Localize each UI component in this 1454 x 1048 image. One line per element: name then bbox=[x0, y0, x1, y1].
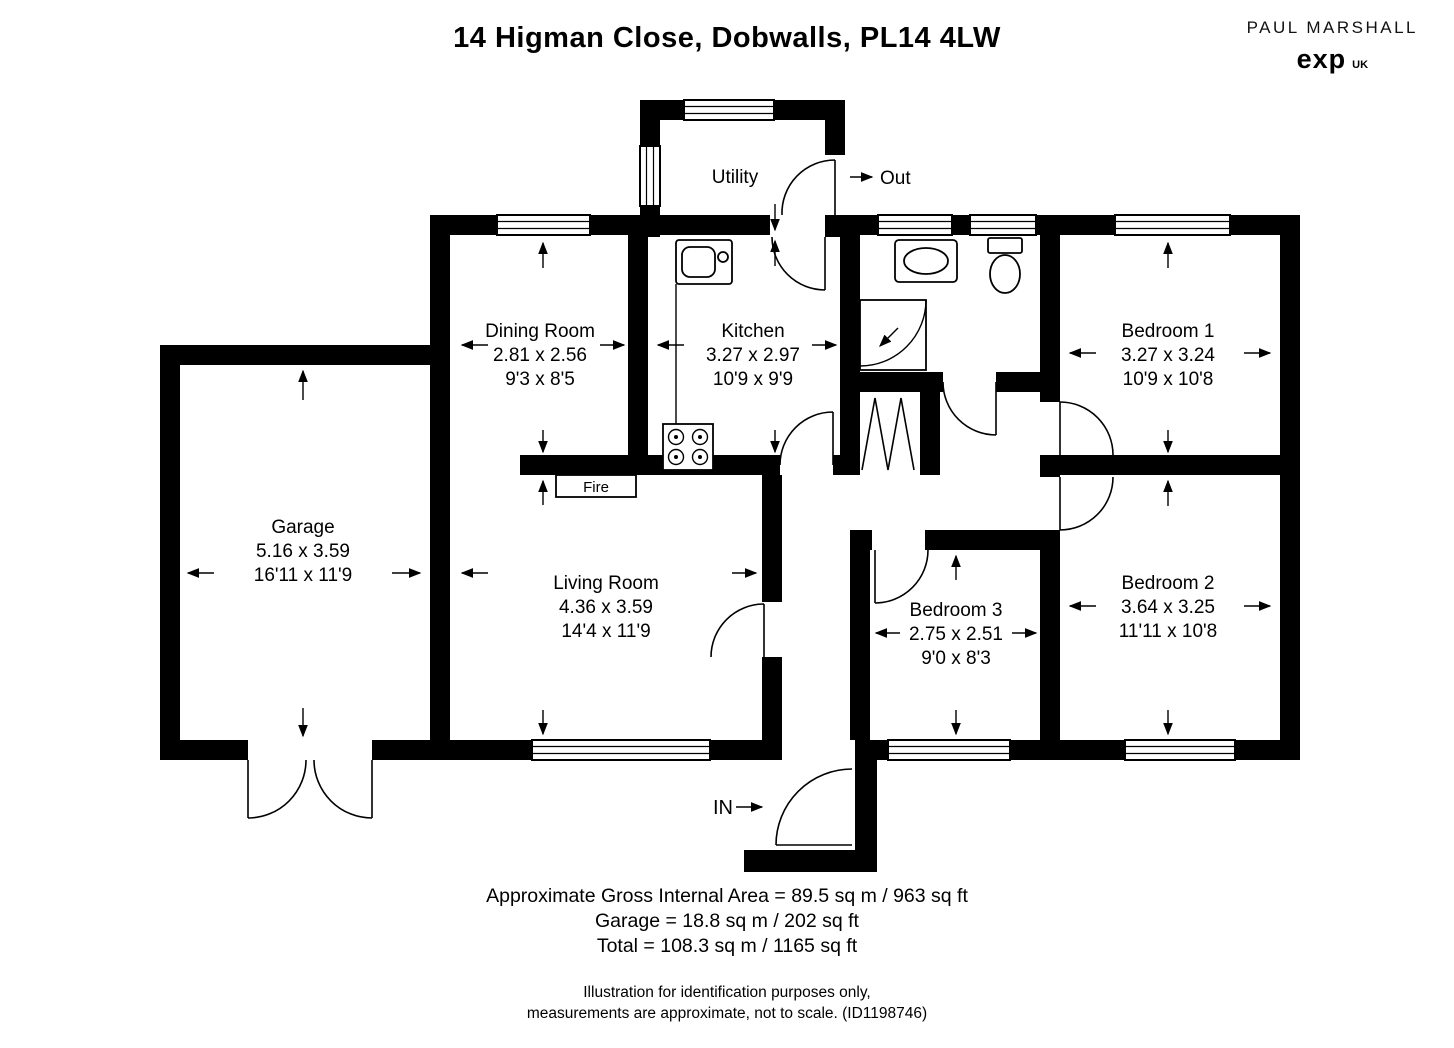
room-label-bedroom1: Bedroom 1 bbox=[1122, 321, 1215, 342]
dimension-arrows bbox=[186, 172, 1272, 812]
door-arc bbox=[771, 236, 826, 291]
entrance-opening bbox=[782, 740, 855, 760]
brand-name: PAUL MARSHALL bbox=[1246, 18, 1418, 37]
wall-segment bbox=[996, 372, 1040, 392]
room-dim-imperial: 14'4 x 11'9 bbox=[561, 621, 650, 642]
page-title: 14 Higman Close, Dobwalls, PL14 4LW bbox=[453, 22, 1001, 54]
wall-segment bbox=[855, 760, 877, 850]
door-arc bbox=[710, 603, 765, 658]
exp-logo: exp bbox=[1296, 44, 1347, 74]
door-opening bbox=[872, 530, 925, 550]
in-label: IN bbox=[713, 797, 733, 819]
door-opening bbox=[1040, 402, 1060, 455]
door-arc bbox=[1059, 476, 1114, 531]
toilet bbox=[987, 237, 1023, 294]
airing-cupboard-doors bbox=[861, 397, 915, 471]
window bbox=[639, 145, 661, 207]
room-dim-metric: 3.27 x 2.97 bbox=[706, 345, 800, 366]
total-area-line: Total = 108.3 sq m / 1165 sq ft bbox=[596, 935, 858, 957]
windows bbox=[496, 99, 1236, 761]
fire-label: Fire bbox=[583, 479, 609, 496]
stove bbox=[662, 423, 714, 471]
garage-door-opening bbox=[248, 740, 372, 760]
door-arc bbox=[942, 381, 997, 436]
room-label-utility: Utility bbox=[712, 167, 759, 188]
door-opening bbox=[762, 602, 782, 657]
room-label-dining: Dining Room bbox=[485, 321, 595, 342]
room-dim-imperial: 9'3 x 8'5 bbox=[505, 369, 575, 390]
door-arc bbox=[779, 411, 834, 466]
garage-door-leaf bbox=[313, 759, 373, 819]
door-openings bbox=[248, 155, 1060, 760]
kitchen-sink bbox=[675, 239, 733, 285]
wall-segment bbox=[840, 235, 860, 475]
wall-segment bbox=[160, 345, 180, 760]
room-dim-imperial: 11'11 x 10'8 bbox=[1119, 621, 1217, 642]
fireplace bbox=[555, 474, 637, 498]
window bbox=[496, 214, 591, 236]
room-dim-imperial: 16'11 x 11'9 bbox=[254, 565, 352, 586]
room-label-bedroom3: Bedroom 3 bbox=[910, 600, 1003, 621]
room-label-garage: Garage bbox=[271, 517, 334, 538]
room-label-bedroom2: Bedroom 2 bbox=[1122, 573, 1215, 594]
door-arc bbox=[781, 159, 836, 216]
gross-area-line: Approximate Gross Internal Area = 89.5 s… bbox=[486, 885, 968, 907]
room-dim-imperial: 9'0 x 8'3 bbox=[921, 648, 991, 669]
window bbox=[1114, 214, 1231, 236]
area-summary: Approximate Gross Internal Area = 89.5 s… bbox=[0, 884, 1454, 959]
garage-door-leaf bbox=[247, 759, 307, 819]
wall-segment bbox=[920, 392, 940, 475]
window bbox=[887, 739, 1011, 761]
wall-segment bbox=[430, 215, 450, 760]
room-dim-metric: 5.16 x 3.59 bbox=[256, 541, 350, 562]
brand-region: UK bbox=[1352, 59, 1369, 71]
disclaimer-line2: measurements are approximate, not to sca… bbox=[526, 1005, 928, 1022]
door-arc bbox=[1059, 401, 1114, 456]
disclaimer: Illustration for identification purposes… bbox=[0, 982, 1454, 1024]
door-opening bbox=[770, 215, 825, 235]
room-dim-imperial: 10'9 x 9'9 bbox=[713, 369, 793, 390]
wall-segment bbox=[1040, 455, 1300, 475]
bathroom-sink bbox=[894, 239, 958, 283]
garage-area-line: Garage = 18.8 sq m / 202 sq ft bbox=[595, 910, 859, 932]
room-labels: Utility Dining Room 2.81 x 2.56 9'3 x 8'… bbox=[254, 167, 1217, 819]
room-dim-metric: 3.64 x 3.25 bbox=[1121, 597, 1215, 618]
wall-segment bbox=[1280, 215, 1300, 760]
room-dim-metric: 2.75 x 2.51 bbox=[909, 624, 1003, 645]
front-door-arc bbox=[775, 768, 853, 846]
room-dim-metric: 3.27 x 3.24 bbox=[1121, 345, 1215, 366]
window bbox=[531, 739, 711, 761]
fixtures bbox=[555, 237, 1023, 498]
window bbox=[1124, 739, 1236, 761]
out-label: Out bbox=[880, 168, 911, 189]
door-opening bbox=[1040, 477, 1060, 530]
door-opening bbox=[780, 455, 833, 475]
wall-segment bbox=[430, 215, 1300, 235]
room-dim-metric: 2.81 x 2.56 bbox=[493, 345, 587, 366]
doors bbox=[247, 159, 1114, 846]
shower bbox=[859, 299, 927, 371]
room-dim-imperial: 10'9 x 10'8 bbox=[1123, 369, 1214, 390]
disclaimer-line1: Illustration for identification purposes… bbox=[583, 984, 871, 1001]
door-arc bbox=[874, 549, 929, 604]
room-label-living: Living Room bbox=[553, 573, 659, 594]
window bbox=[877, 214, 953, 236]
wall-segment bbox=[160, 345, 450, 365]
room-label-kitchen: Kitchen bbox=[721, 321, 784, 342]
wall-segment bbox=[628, 235, 648, 470]
wall-segment bbox=[744, 850, 877, 872]
room-dim-metric: 4.36 x 3.59 bbox=[559, 597, 653, 618]
wall-segment bbox=[850, 530, 870, 760]
window bbox=[969, 214, 1037, 236]
wall-segment bbox=[840, 372, 943, 392]
window bbox=[683, 99, 775, 121]
